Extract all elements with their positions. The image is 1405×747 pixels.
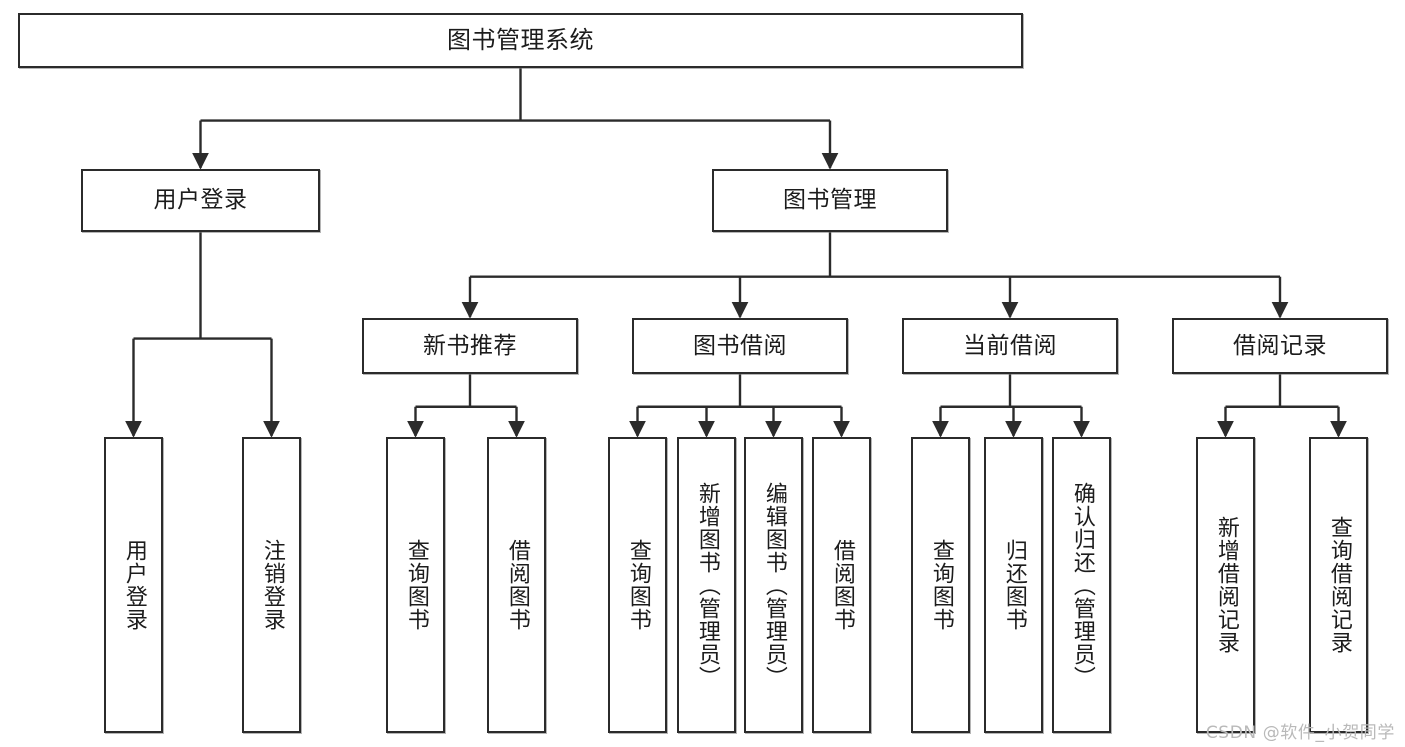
node-newbook[interactable]: 新书推荐 (362, 318, 578, 374)
watermark: CSDN @软件_小贺同学 (1205, 723, 1395, 743)
node-label: 用户登录 (153, 187, 248, 214)
node-root[interactable]: 图书管理系统 (18, 13, 1023, 68)
node-label: 查询图书 (928, 539, 954, 631)
node-label: 借阅图书 (829, 539, 855, 631)
node-label: 新书推荐 (423, 332, 517, 359)
node-label: 新增图书（管理员） (694, 481, 720, 689)
node-label: 查询图书 (403, 539, 429, 631)
node-label: 借阅记录 (1233, 332, 1327, 359)
node-leaf-confirm-ret[interactable]: 确认归还（管理员） (1052, 437, 1111, 733)
node-leaf-query-book-2[interactable]: 查询图书 (608, 437, 667, 733)
node-leaf-edit-book[interactable]: 编辑图书（管理员） (744, 437, 803, 733)
node-label: 新增借阅记录 (1213, 516, 1239, 654)
node-label: 图书管理 (783, 187, 877, 214)
node-bookmgmt[interactable]: 图书管理 (712, 169, 948, 232)
node-leaf-borrow-book-1[interactable]: 借阅图书 (487, 437, 546, 733)
node-leaf-borrow-book-2[interactable]: 借阅图书 (812, 437, 871, 733)
node-leaf-user-login[interactable]: 用户登录 (104, 437, 163, 733)
node-leaf-query-record[interactable]: 查询借阅记录 (1309, 437, 1368, 733)
node-records[interactable]: 借阅记录 (1172, 318, 1388, 374)
node-label: 借阅图书 (504, 539, 530, 631)
node-label: 当前借阅 (963, 332, 1057, 359)
node-leaf-query-book-3[interactable]: 查询图书 (911, 437, 970, 733)
node-label: 确认归还（管理员） (1069, 481, 1095, 689)
node-leaf-query-book-1[interactable]: 查询图书 (386, 437, 445, 733)
node-label: 归还图书 (1001, 539, 1027, 631)
node-leaf-add-book[interactable]: 新增图书（管理员） (677, 437, 736, 733)
node-current[interactable]: 当前借阅 (902, 318, 1118, 374)
node-leaf-logout[interactable]: 注销登录 (242, 437, 301, 733)
node-label: 图书管理系统 (447, 25, 594, 54)
node-label: 查询借阅记录 (1326, 516, 1352, 654)
node-label: 图书借阅 (693, 332, 787, 359)
node-label: 用户登录 (121, 539, 147, 631)
node-label: 注销登录 (259, 539, 285, 631)
node-borrow[interactable]: 图书借阅 (632, 318, 848, 374)
node-login[interactable]: 用户登录 (81, 169, 320, 232)
node-label: 编辑图书（管理员） (761, 481, 787, 689)
node-leaf-return-book[interactable]: 归还图书 (984, 437, 1043, 733)
node-label: 查询图书 (625, 539, 651, 631)
node-leaf-add-record[interactable]: 新增借阅记录 (1196, 437, 1255, 733)
